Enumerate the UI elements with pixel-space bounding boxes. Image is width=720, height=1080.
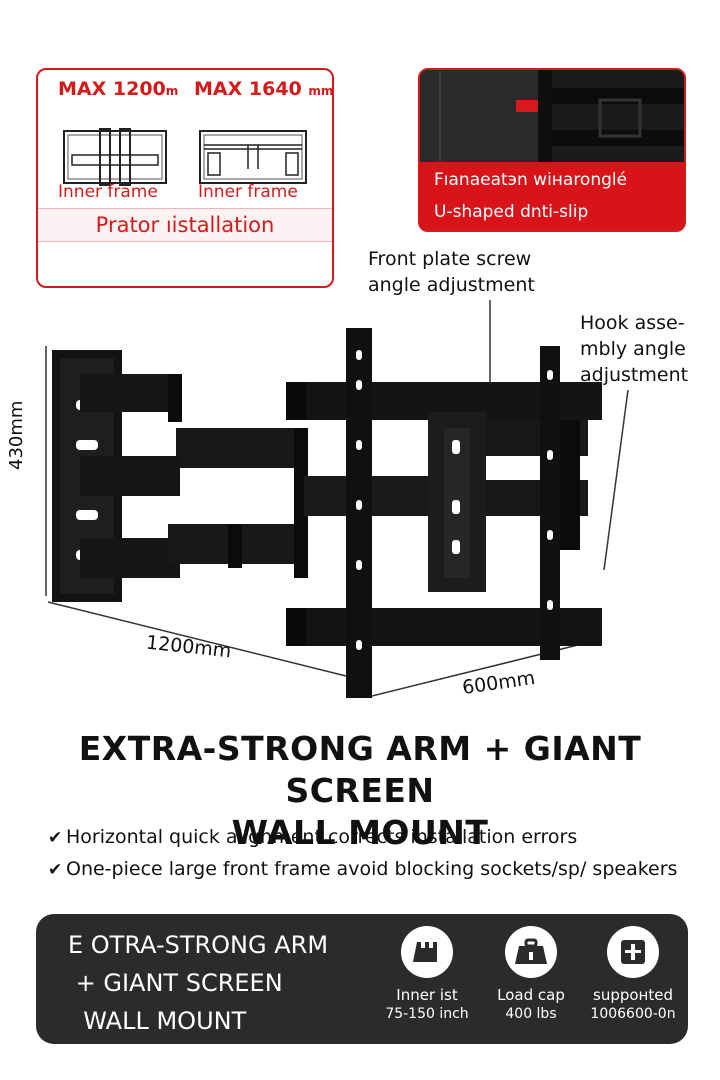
spec-inner-line1: Inner ist (396, 986, 458, 1004)
inner-frame-label-b: Inner frame (198, 182, 298, 202)
spec-supported: suppонted 1006600-0n (578, 926, 688, 1022)
feature-bullet-2-text: One-piece large front frame avoid blocki… (66, 858, 678, 880)
bracket-icon (401, 926, 453, 978)
max-1640-label: MAX 1640 mm (194, 78, 334, 100)
product-title: EXTRA-STRONG ARM + GIANT SCREEN WALL MOU… (0, 728, 720, 854)
inner-frame-small-icon (63, 128, 167, 186)
anti-slip-panel: Fıanaeatэn wiнaronglé U-shaped dnti-slip (418, 68, 686, 232)
anti-slip-caption-1: Fıanaeatэn wiнaronglé (434, 170, 628, 190)
feature-bullet-1: ✔Horizontal quick alignment corrects ins… (48, 826, 577, 848)
feature-bullet-1-text: Horizontal quick alignment corrects inst… (66, 826, 578, 848)
spec-bar-title: E OTRA-STRONG ARM + GIANT SCREEN WALL MO… (68, 931, 329, 1035)
product-title-line1: EXTRA-STRONG ARM + GIANT SCREEN (78, 729, 642, 810)
feature-bullet-2: ✔One-piece large front frame avoid block… (48, 858, 677, 880)
front-frame (286, 328, 602, 698)
weight-icon (505, 926, 557, 978)
inner-frame-label-a: Inner frame (58, 182, 158, 202)
front-plate-callout: Front plate screw angle adjustment (368, 246, 535, 298)
inner-frame-panel: MAX 1200m MAX 1640 mm Inner frame Inner … (36, 68, 334, 288)
product-title-line2: WALL MOUNT (231, 813, 489, 852)
hook-callout: Hook asse- mbly angle adjustment (580, 310, 688, 388)
inner-frame-large-icon (199, 130, 307, 184)
installation-caption: Prator ıistallation (38, 208, 332, 242)
spec-load-line1: Load cap (497, 986, 565, 1004)
spec-inner-list: Inner ist 75-150 inch (372, 926, 482, 1022)
hook-leader-line (603, 389, 629, 571)
anti-slip-caption-2: U-shaped dnti-slip (434, 202, 589, 222)
front-plate-callout-line2: angle adjustment (368, 274, 535, 296)
spec-supported-line1: suppонted (593, 986, 673, 1004)
wall-mount-illustration (45, 300, 629, 698)
max-1200-label: MAX 1200m (58, 78, 179, 100)
hook-callout-line1: Hook asse- (580, 312, 685, 334)
screen-support-icon (607, 926, 659, 978)
spec-load-line2: 400 lbs (505, 1006, 557, 1022)
spec-supported-line2: 1006600-0n (590, 1006, 676, 1022)
arm-width-dimension-line (47, 601, 347, 677)
spec-inner-line2: 75-150 inch (385, 1006, 469, 1022)
anti-slip-photo (420, 70, 684, 162)
spec-bar: E OTRA-STRONG ARM + GIANT SCREEN WALL MO… (36, 914, 688, 1044)
spec-load-capacity: Load cap 400 lbs (476, 926, 586, 1022)
checkmark-icon: ✔ (48, 860, 63, 880)
height-dimension-label: 430mm (6, 400, 27, 470)
hook-callout-line2: mbly angle (580, 338, 686, 360)
checkmark-icon: ✔ (48, 828, 63, 848)
front-plate-callout-line1: Front plate screw (368, 248, 532, 270)
frame-width-dimension-line (371, 639, 599, 697)
hook-callout-line3: adjustment (580, 364, 689, 386)
